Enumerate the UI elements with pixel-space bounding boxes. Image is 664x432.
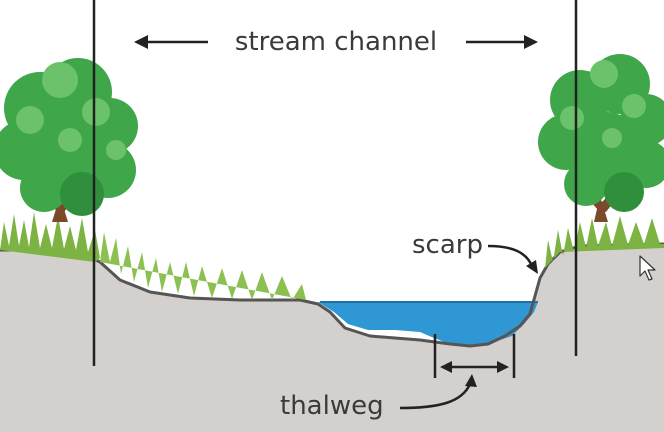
scarp-label: scarp: [412, 230, 483, 260]
thalweg-width-marker: [433, 334, 516, 378]
left-grass: [0, 212, 306, 300]
stream-channel-label: stream channel: [235, 27, 437, 57]
channel-left-arrow: [134, 35, 208, 49]
thalweg-pointer-arrow: [399, 374, 477, 410]
scarp-pointer-arrow: [487, 244, 538, 274]
right-grass: [545, 216, 664, 268]
left-tree: [0, 58, 138, 222]
ground-outline: [0, 242, 664, 348]
stream-water: [318, 302, 538, 346]
right-tree: [538, 54, 664, 222]
mouse-cursor-icon: [639, 255, 656, 281]
ground-cross-section: [0, 244, 664, 432]
channel-right-arrow: [466, 35, 538, 49]
thalweg-label: thalweg: [280, 391, 384, 421]
